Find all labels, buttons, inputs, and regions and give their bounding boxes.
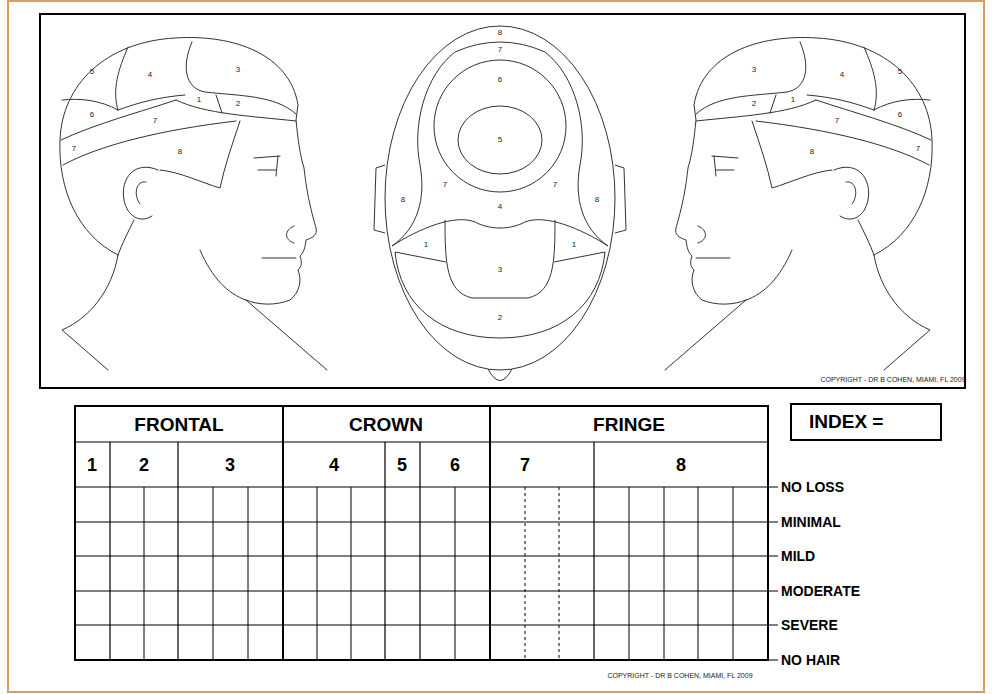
callout-number: 7 bbox=[72, 145, 76, 153]
callout-number: 1 bbox=[197, 96, 201, 104]
callout-number: 4 bbox=[498, 203, 502, 211]
callout-number: 4 bbox=[148, 71, 152, 79]
dashed-divider bbox=[525, 487, 559, 660]
callout-number: 3 bbox=[752, 66, 756, 74]
table-border bbox=[75, 406, 768, 660]
callout-number: 2 bbox=[752, 100, 756, 108]
callout-number: 7 bbox=[835, 117, 839, 125]
callout-number: 7 bbox=[443, 181, 447, 189]
column-number: 6 bbox=[450, 456, 460, 474]
callout-number: 7 bbox=[498, 46, 502, 54]
callout-number: 6 bbox=[898, 111, 902, 119]
nose bbox=[488, 369, 512, 381]
callout-number: 7 bbox=[553, 181, 557, 189]
table-header: FRONTAL bbox=[134, 415, 223, 434]
callout-number: 8 bbox=[595, 196, 599, 204]
callout-number: 3 bbox=[236, 66, 240, 74]
column-number: 3 bbox=[225, 456, 235, 474]
callout-number: 2 bbox=[498, 314, 502, 322]
top-view-head bbox=[374, 26, 626, 381]
table-header: FRINGE bbox=[593, 415, 665, 434]
neck-line bbox=[62, 250, 327, 370]
column-number: 8 bbox=[676, 456, 686, 474]
callout-number: 6 bbox=[90, 111, 94, 119]
severity-label: MODERATE bbox=[781, 584, 860, 598]
face-features bbox=[254, 156, 296, 258]
ear bbox=[123, 167, 158, 219]
callout-number: 2 bbox=[236, 100, 240, 108]
severity-label: NO LOSS bbox=[781, 480, 844, 494]
table-header: CROWN bbox=[349, 415, 423, 434]
row-divider bbox=[75, 442, 778, 660]
callout-number: 1 bbox=[572, 241, 576, 249]
callout-number: 3 bbox=[498, 266, 502, 274]
callout-number: 1 bbox=[424, 241, 428, 249]
copyright-note: COPYRIGHT - DR B COHEN, MIAMI, FL 2009 bbox=[820, 376, 965, 383]
scalp-outline bbox=[385, 26, 615, 370]
copyright-note: COPYRIGHT - DR B COHEN, MIAMI, FL 2009 bbox=[607, 672, 752, 679]
callout-number: 4 bbox=[840, 71, 844, 79]
score-table bbox=[75, 406, 778, 660]
column-number: 7 bbox=[520, 456, 530, 474]
index-box: INDEX = bbox=[790, 403, 942, 441]
page-border bbox=[8, 1, 984, 692]
side-head bbox=[60, 38, 327, 370]
severity-label: MINIMAL bbox=[781, 515, 841, 529]
callout-number: 7 bbox=[916, 145, 920, 153]
hairline bbox=[118, 121, 240, 255]
zone-boundary bbox=[61, 42, 296, 165]
head-outline bbox=[60, 38, 317, 305]
callout-number: 8 bbox=[401, 196, 405, 204]
zone-boundary bbox=[392, 220, 608, 338]
group-divider bbox=[283, 406, 490, 660]
column-number: 1 bbox=[87, 456, 97, 474]
figure-frame bbox=[40, 14, 965, 388]
column-divider bbox=[110, 442, 594, 660]
column-number: 4 bbox=[329, 456, 339, 474]
severity-label: SEVERE bbox=[781, 618, 838, 632]
column-number: 2 bbox=[139, 456, 149, 474]
column-number: 5 bbox=[397, 456, 407, 474]
zone-boundary bbox=[392, 42, 608, 246]
zone-boundary bbox=[458, 106, 542, 174]
callout-number: 6 bbox=[498, 76, 502, 84]
callout-number: 8 bbox=[810, 148, 814, 156]
callout-number: 5 bbox=[898, 68, 902, 76]
sub-column-divider bbox=[144, 487, 733, 660]
index-label: INDEX = bbox=[809, 412, 923, 433]
zone-boundary bbox=[434, 60, 566, 192]
callout-number: 1 bbox=[791, 96, 795, 104]
severity-label: NO HAIR bbox=[781, 653, 840, 667]
callout-number: 8 bbox=[498, 29, 502, 37]
callout-number: 7 bbox=[153, 117, 157, 125]
severity-label: MILD bbox=[781, 549, 815, 563]
callout-number: 5 bbox=[498, 136, 502, 144]
callout-number: 5 bbox=[90, 68, 94, 76]
ear bbox=[374, 165, 626, 233]
side-head-mirrored bbox=[665, 38, 932, 370]
callout-number: 8 bbox=[178, 148, 182, 156]
